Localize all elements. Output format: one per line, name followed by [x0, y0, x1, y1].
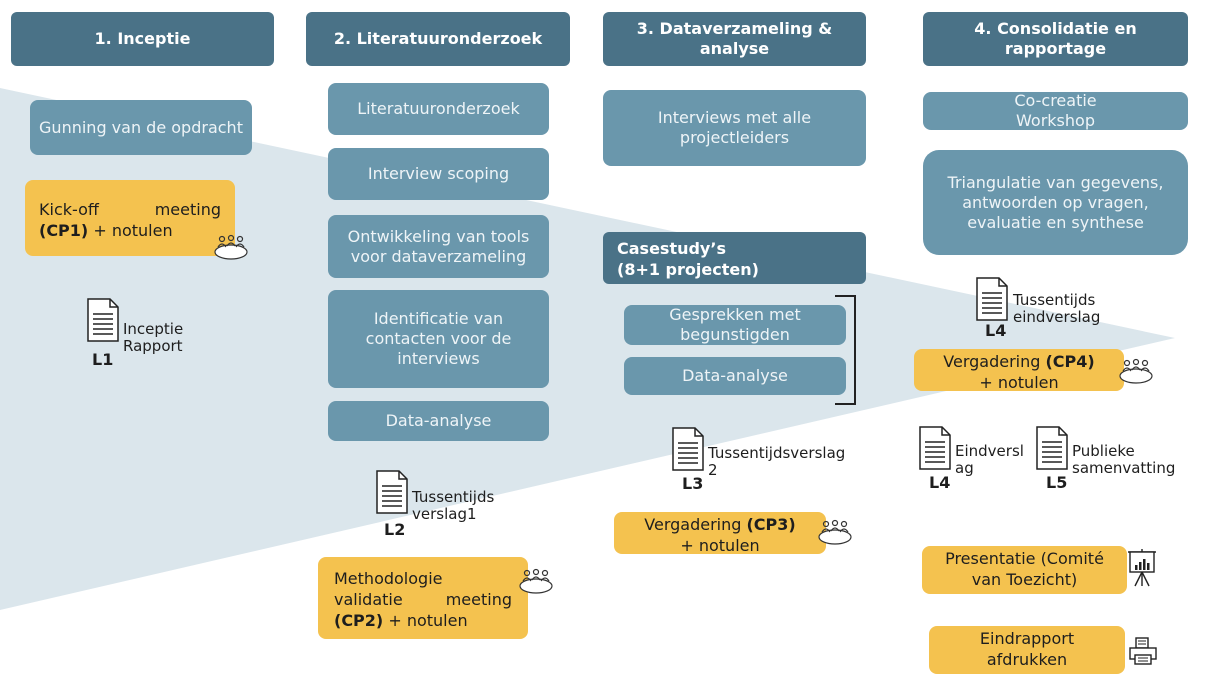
activity-triangulatie: Triangulatie van gegevens, antwoorden op…	[923, 150, 1188, 255]
printer-icon	[1129, 637, 1157, 665]
meeting-people-icon	[1119, 358, 1153, 384]
phase-header-inceptie: 1. Inceptie	[11, 12, 274, 66]
kickoff-notulen: + notulen	[93, 220, 173, 240]
doc-l4-tussentijds-code: L4	[985, 321, 1007, 340]
casestudy-header: Casestudy’s (8+1 projecten)	[603, 232, 866, 284]
kickoff-cp: (CP1)	[39, 220, 89, 240]
kickoff-label-2: meeting	[154, 200, 221, 219]
document-icon	[376, 470, 408, 514]
document-icon	[976, 277, 1008, 321]
meeting-people-icon	[214, 234, 248, 260]
activity-data-analyse-casestudy: Data-analyse	[624, 357, 846, 395]
activity-ontwikkeling-tools: Ontwikkeling van tools voor dataverzamel…	[328, 215, 549, 278]
activity-presentatie: Presentatie (Comité van Toezicht)	[922, 546, 1127, 594]
document-icon	[672, 427, 704, 471]
meeting-people-icon	[818, 519, 852, 545]
presentation-board-icon	[1128, 549, 1156, 587]
activity-literatuuronderzoek: Literatuuronderzoek	[328, 83, 549, 135]
doc-l1-code: L1	[92, 350, 114, 369]
doc-l2-code: L2	[384, 520, 406, 539]
kickoff-label-1: Kick-off	[39, 200, 99, 219]
activity-cocreatie-workshop: Co-creatie Workshop	[923, 91, 1188, 130]
doc-l3-code: L3	[682, 474, 704, 493]
doc-l5-code: L5	[1046, 473, 1068, 492]
meeting-kickoff: Kick-off meeting (CP1) + notulen	[25, 180, 235, 256]
document-icon	[1036, 426, 1068, 470]
doc-l4-code: L4	[929, 473, 951, 492]
document-icon	[919, 426, 951, 470]
document-icon	[87, 298, 119, 342]
activity-data-analyse: Data-analyse	[328, 401, 549, 441]
activity-eindrapport-afdrukken: Eindrapport afdrukken	[929, 626, 1125, 674]
meeting-people-icon	[519, 568, 553, 594]
meeting-cp3: Vergadering (CP3) + notulen	[614, 512, 826, 555]
activity-gesprekken-begunstigden: Gesprekken met begunstigden	[624, 305, 846, 345]
bracket-icon	[835, 295, 856, 405]
activity-interviews-projectleiders: Interviews met alle projectleiders	[603, 90, 866, 166]
phase-header-consolidatie: 4. Consolidatie en rapportage	[923, 12, 1188, 66]
activity-gunning: Gunning van de opdracht	[30, 100, 252, 155]
activity-interview-scoping: Interview scoping	[328, 148, 549, 200]
activity-identificatie-contacten: Identificatie van contacten voor de inte…	[328, 290, 549, 388]
meeting-cp4: Vergadering (CP4) + notulen	[914, 349, 1124, 392]
phase-header-literatuuronderzoek: 2. Literatuuronderzoek	[306, 12, 570, 66]
phase-header-dataverzameling: 3. Dataverzameling & analyse	[603, 12, 866, 66]
